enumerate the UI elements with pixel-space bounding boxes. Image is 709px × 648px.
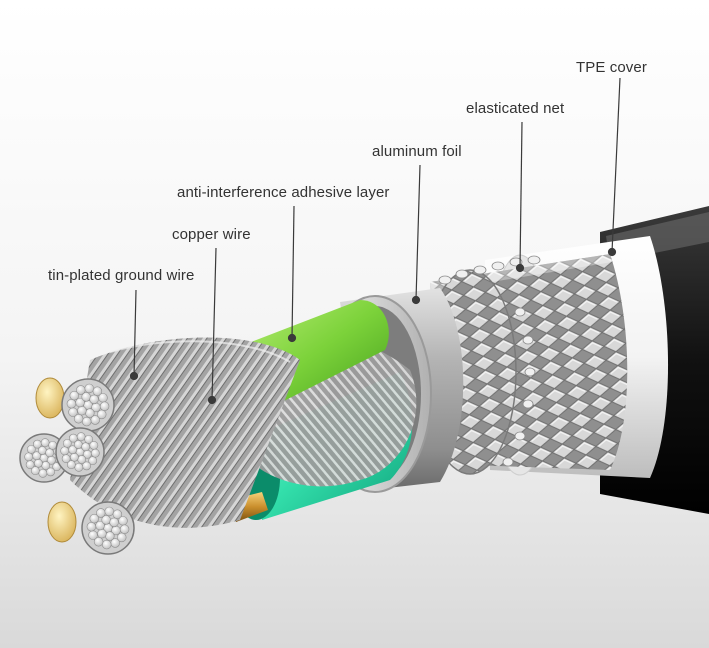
strand-filament: [69, 452, 79, 462]
leader-adhesive-dot: [287, 333, 297, 343]
strand-filament: [90, 415, 100, 425]
strand-filament: [104, 506, 114, 517]
strand-filament: [82, 416, 92, 427]
strand-filament: [110, 538, 120, 548]
strand-filament: [69, 390, 79, 401]
strand-ends: [19, 378, 135, 555]
strand-filament: [61, 454, 71, 464]
strand-filament: [68, 433, 78, 443]
strand-filament: [66, 399, 77, 409]
strand-filament: [88, 530, 98, 540]
strand-filament: [118, 516, 128, 526]
strand-filament: [60, 446, 70, 456]
leader-lines: [129, 77, 621, 405]
strand-filament: [86, 522, 97, 532]
strand-filament: [109, 517, 119, 528]
label-tpe-cover: TPE cover: [576, 59, 647, 76]
leader-foil: [415, 164, 421, 301]
strand-filament: [25, 460, 35, 470]
strand-filament: [84, 434, 94, 444]
strand-filament: [77, 405, 87, 416]
strand-filament: [46, 467, 56, 477]
strand-filament: [89, 440, 99, 450]
label-ground-wire: tin-plated ground wire: [48, 267, 195, 284]
ground-wire-bundle: [70, 337, 300, 528]
strand-filament: [62, 438, 72, 448]
label-aluminum-foil: aluminum foil: [372, 143, 462, 160]
leader-net-dot: [515, 263, 525, 273]
strand-filament: [32, 439, 42, 449]
strand-filament: [66, 460, 76, 470]
strand-filament: [40, 438, 50, 448]
strand-filament: [30, 466, 40, 476]
leader-foil-dot: [411, 295, 421, 305]
strand-filament: [82, 461, 92, 471]
strand-filament: [76, 385, 86, 395]
leader-adhesive: [291, 205, 295, 339]
strand-filament: [24, 452, 34, 462]
strand-filament: [81, 442, 91, 452]
strand-filament: [33, 458, 43, 468]
leader-tpe-dot: [607, 247, 617, 257]
strand-filament: [74, 462, 84, 472]
strand-filament: [99, 401, 110, 411]
label-copper-wire: copper wire: [172, 226, 251, 243]
strand-filament: [76, 432, 86, 442]
strand-filament: [73, 414, 84, 424]
strand-filament: [97, 528, 107, 539]
strand-filament: [119, 524, 130, 534]
leader-net: [519, 121, 523, 269]
strand-filament: [84, 383, 94, 394]
leader-copper-dot: [207, 395, 217, 405]
leader-tpe: [611, 77, 621, 253]
strand-filament: [92, 386, 103, 396]
label-elasticated-net: elasticated net: [466, 100, 565, 117]
strand-filament: [96, 508, 106, 518]
leader-copper: [211, 247, 217, 401]
strand-filament: [89, 394, 99, 405]
strand-filament: [90, 448, 100, 458]
strand-filament: [93, 537, 104, 547]
strand-filament: [38, 468, 48, 478]
leader-ground: [133, 289, 137, 377]
strand-filament: [98, 393, 108, 403]
label-adhesive-layer: anti-interference adhesive layer: [177, 184, 390, 201]
strand-filament: [102, 539, 112, 550]
gold-wire-tips: [35, 377, 77, 543]
leader-ground-dot: [129, 371, 139, 381]
strand-filament: [26, 444, 36, 454]
strand-filament: [68, 407, 78, 417]
strand-filament: [89, 513, 99, 524]
strand-filament: [112, 509, 123, 519]
strand-filament: [45, 448, 55, 458]
